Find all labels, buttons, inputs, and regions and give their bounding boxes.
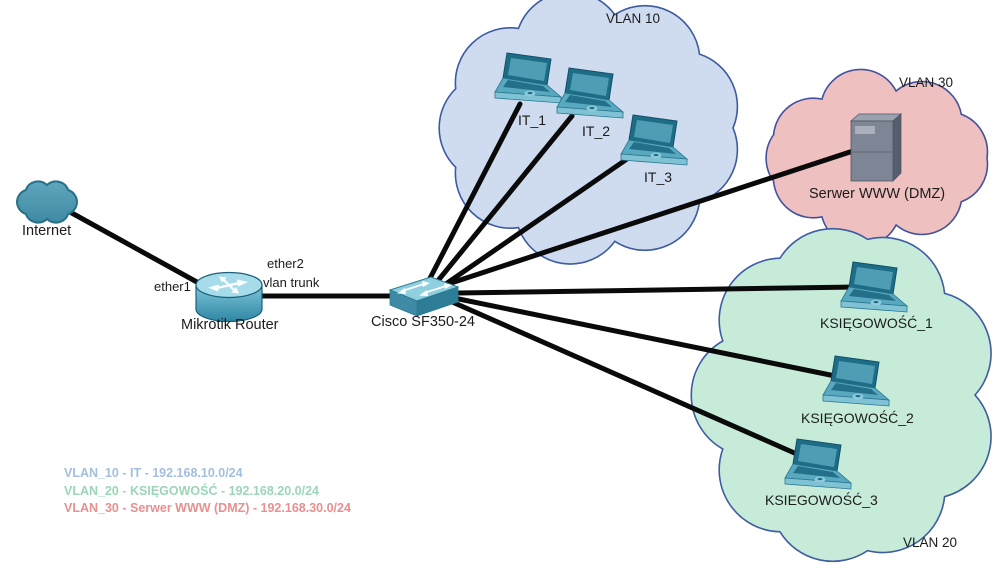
vlan-trunk-label: vlan trunk (263, 275, 320, 290)
link-switch-it1 (423, 101, 523, 289)
laptop-k1-icon[interactable] (840, 261, 909, 313)
it3-label: IT_3 (644, 169, 673, 185)
link-switch-k2 (451, 295, 848, 381)
laptop-k2-icon[interactable] (822, 355, 891, 407)
router-label: Mikrotik Router (181, 317, 279, 333)
router-arrows-icon (208, 276, 248, 294)
switch-icon[interactable] (388, 276, 460, 317)
link-switch-it2 (429, 113, 575, 291)
it2-label: IT_2 (582, 123, 611, 139)
legend-vlan10: VLAN_10 - IT - 192.168.10.0/24 (64, 466, 243, 480)
link-internet-router (67, 209, 218, 295)
laptop-it2-icon[interactable] (556, 67, 625, 119)
links (67, 101, 860, 462)
link-switch-server (439, 147, 859, 289)
ether2-label: ether2 (267, 256, 304, 271)
legend-vlan30: VLAN_30 - Serwer WWW (DMZ) - 192.168.30.… (64, 501, 351, 515)
laptop-it1-icon[interactable] (494, 52, 563, 104)
laptop-it3-icon[interactable] (620, 114, 689, 166)
link-switch-k3 (447, 298, 811, 462)
vlan10-label: VLAN 10 (606, 11, 661, 26)
vlan20-label: VLAN 20 (903, 535, 958, 550)
internet-cloud-icon[interactable] (15, 180, 79, 224)
link-switch-it3 (434, 156, 630, 293)
server-label: Serwer WWW (DMZ) (809, 186, 946, 202)
switch-arrows-icon (397, 281, 452, 296)
internet-label: Internet (22, 223, 72, 239)
k1-label: KSIĘGOWOŚĆ_1 (820, 315, 933, 331)
it1-label: IT_1 (518, 112, 547, 128)
laptop-k3-icon[interactable] (784, 438, 853, 490)
k2-label: KSIĘGOWOŚĆ_2 (801, 410, 914, 426)
k3-label: KSIEGOWOŚĆ_3 (765, 492, 878, 508)
server-icon[interactable] (849, 113, 903, 182)
legend-vlan20: VLAN_20 - KSIĘGOWOŚĆ - 192.168.20.0/24 (64, 484, 319, 498)
router-icon[interactable] (195, 271, 263, 323)
switch-label: Cisco SF350-24 (371, 314, 475, 330)
vlan30-label: VLAN 30 (899, 75, 954, 90)
link-switch-k1 (455, 284, 860, 296)
ether1-label: ether1 (154, 279, 191, 294)
